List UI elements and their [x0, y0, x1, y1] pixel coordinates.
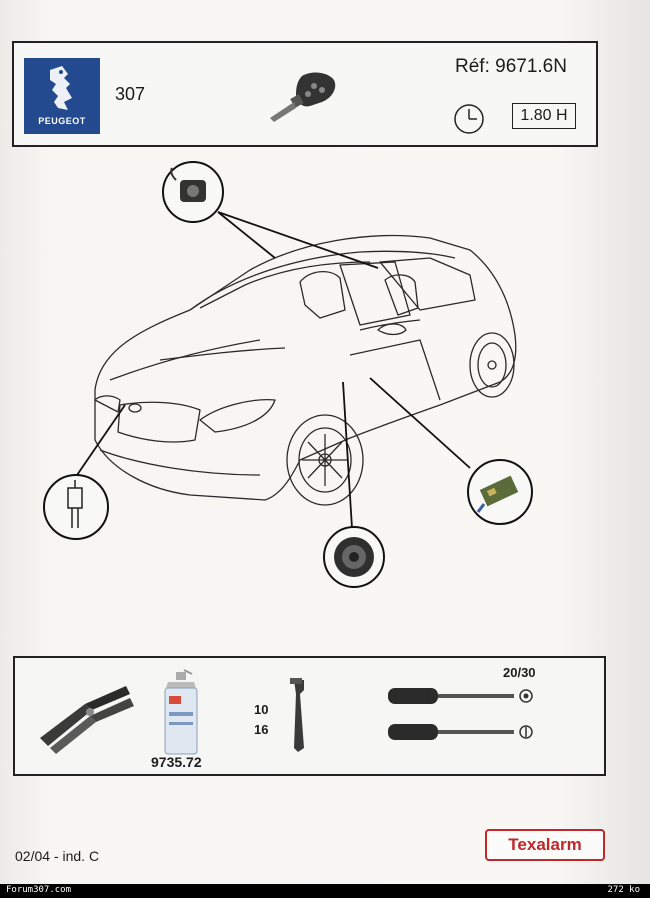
module-icon	[476, 475, 519, 513]
module-callout	[467, 459, 533, 525]
car-diagram	[43, 161, 533, 588]
sensor-icon	[170, 167, 206, 202]
reference-number: Réf: 9671.6N	[455, 56, 567, 77]
spray-product-code: 9735.72	[151, 754, 202, 770]
brand-label: PEUGEOT	[38, 116, 86, 126]
screwdriver-icon	[388, 688, 533, 740]
forum-watermark: Forum307.com	[6, 885, 72, 895]
document-date-index: 02/04 - ind. C	[15, 848, 100, 864]
socket-wrench-icon	[290, 678, 304, 752]
hood-switch-callout	[43, 474, 109, 540]
tools-box	[13, 656, 606, 776]
torx-size-label: 20/30	[503, 665, 536, 680]
watermark-strip	[0, 884, 650, 898]
wrench-size-16: 16	[254, 722, 269, 737]
siren-icon	[334, 537, 374, 577]
callout-lines	[74, 211, 471, 529]
siren-callout	[323, 526, 385, 588]
file-size: 272 ko	[607, 885, 640, 895]
wrench-size-10: 10	[254, 702, 269, 717]
install-time: 1.80 H	[512, 103, 576, 129]
spray-can-icon	[164, 669, 198, 755]
texalarm-logo: Texalarm	[485, 829, 605, 861]
sensor-callout	[162, 161, 224, 223]
hood-switch-icon	[67, 480, 83, 528]
car-outline	[94, 234, 517, 506]
key-icon	[270, 72, 336, 122]
model-label: 307	[115, 84, 146, 104]
crimping-pliers-icon	[40, 686, 134, 754]
clock-icon	[454, 104, 484, 134]
peugeot-logo: PEUGEOT	[24, 58, 100, 134]
peugeot-lion-logo-icon	[50, 66, 72, 110]
